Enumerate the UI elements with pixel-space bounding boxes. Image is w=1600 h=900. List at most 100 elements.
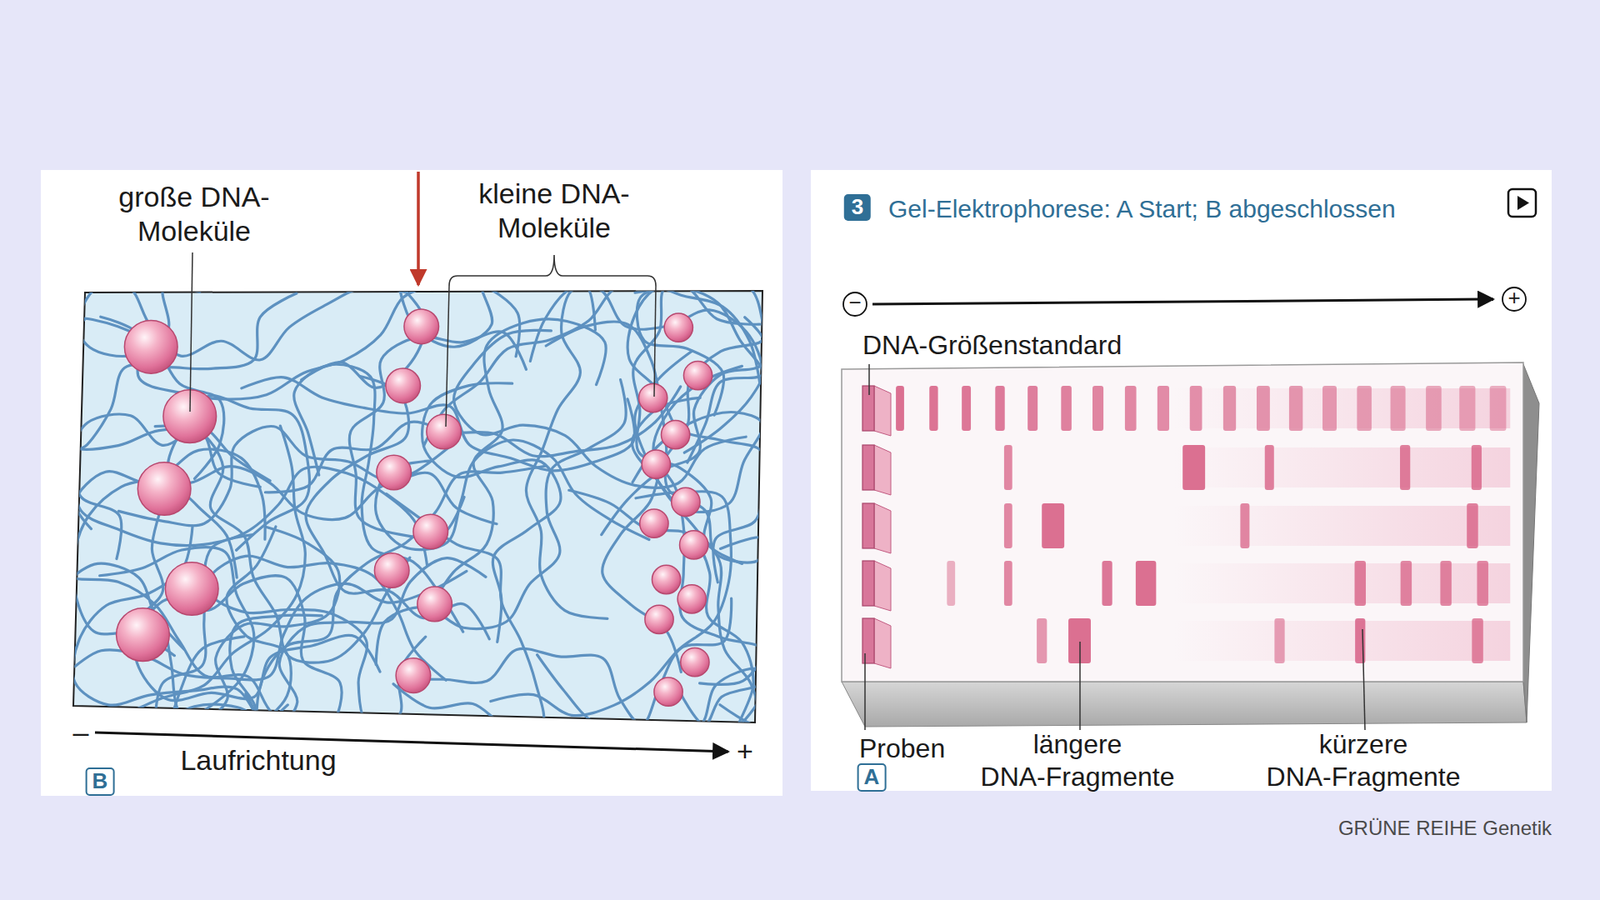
gel-lanes	[862, 385, 1510, 669]
dna-molecule	[680, 530, 709, 560]
dna-molecule	[404, 309, 440, 345]
dna-band	[1157, 385, 1170, 431]
dna-band	[1490, 385, 1507, 431]
dna-molecule	[677, 585, 706, 614]
dna-band	[1135, 560, 1156, 606]
molecule-label: große DNA-Moleküle	[102, 180, 286, 250]
panel-b	[40, 170, 783, 796]
label-text: A	[864, 765, 880, 790]
label-text: Laufrichtung	[180, 744, 336, 777]
dna-band	[1471, 445, 1482, 490]
dna-band	[1004, 560, 1013, 606]
dna-band	[1004, 503, 1013, 549]
leader-line	[654, 285, 656, 397]
dna-molecule	[124, 320, 178, 374]
dna-molecule	[651, 565, 680, 594]
panel-letter: B	[85, 767, 115, 796]
leader-line	[1079, 641, 1081, 730]
dna-molecule	[641, 450, 670, 479]
dna-molecule	[654, 677, 683, 706]
dna-band	[1440, 560, 1451, 606]
dna-molecule	[137, 462, 191, 516]
gel-fibre	[155, 425, 410, 663]
dna-band	[1274, 618, 1285, 664]
dna-band	[1265, 445, 1275, 490]
pole-sign: −	[848, 290, 861, 316]
pole-sign: –	[73, 715, 90, 749]
sample-well	[862, 445, 875, 490]
fragment-smear	[1173, 620, 1510, 661]
dna-band	[1466, 503, 1478, 549]
dna-molecule	[116, 608, 170, 662]
dna-band	[1425, 385, 1442, 431]
dna-molecule	[664, 313, 693, 342]
dna-band	[1471, 618, 1483, 664]
direction-label: Laufrichtung	[180, 744, 336, 777]
gel-fibres	[72, 284, 766, 729]
dna-molecule	[385, 368, 421, 404]
leader-line	[190, 252, 193, 412]
dna-molecule	[165, 562, 219, 616]
gel-fibre	[490, 491, 732, 716]
sample-well	[874, 385, 891, 436]
lane-label: Proben	[859, 733, 945, 765]
gel-lane	[862, 503, 1510, 554]
fragment-label: kürzere DNA-Fragmente	[1250, 728, 1476, 794]
label-text: Proben	[859, 733, 945, 765]
dna-band	[1004, 445, 1013, 490]
gel-fibre	[133, 506, 380, 701]
gel-fibre	[265, 386, 680, 493]
dna-band	[1027, 385, 1038, 431]
dna-band	[1476, 560, 1488, 606]
dna-molecule	[639, 383, 668, 412]
dna-molecule	[671, 487, 700, 516]
dna-band	[1060, 385, 1072, 431]
play-icon	[1517, 195, 1530, 210]
dna-molecule	[426, 414, 462, 450]
label-text: kleine DNA-Moleküle	[462, 176, 646, 246]
dna-molecule	[417, 586, 453, 622]
leader-line	[868, 364, 870, 395]
sample-well	[874, 560, 891, 611]
label-text: DNA-Größenstandard	[862, 330, 1122, 361]
fragment-label: längere DNA-Fragmente	[965, 728, 1190, 794]
gel-lane	[862, 560, 1510, 611]
figure-title: Gel-Elektrophorese: A Start; B abgeschlo…	[888, 195, 1396, 225]
sample-well	[874, 618, 891, 669]
leader-line	[864, 653, 866, 730]
title-text: Gel-Elektrophorese: A Start; B abgeschlo…	[888, 195, 1396, 225]
gel-matrix	[73, 290, 763, 723]
dna-band	[1240, 503, 1250, 549]
source-note: GRÜNE REIHE Genetik	[1338, 816, 1552, 840]
gel-fibre	[204, 535, 425, 727]
gel-slab	[841, 362, 1524, 682]
leader-line	[445, 285, 450, 427]
lane-label: DNA-Größenstandard	[862, 330, 1122, 361]
gel-fibre	[294, 364, 464, 632]
label-text: –	[73, 715, 90, 749]
dna-band	[1400, 445, 1410, 490]
label-text: B	[92, 769, 109, 795]
gel-fibre	[400, 598, 731, 725]
dna-band	[1400, 560, 1412, 606]
gel-fibre	[569, 490, 765, 725]
dna-band	[1101, 560, 1112, 606]
direction-arrow	[872, 299, 1494, 305]
gel-lane	[862, 618, 1510, 669]
dna-band	[1223, 385, 1236, 431]
dna-molecule	[413, 514, 449, 550]
gel-lane	[862, 385, 1510, 436]
dna-molecule	[376, 455, 412, 490]
sample-well	[874, 503, 891, 554]
dna-band	[1322, 385, 1337, 431]
gel-slab-side	[1523, 364, 1540, 723]
dna-band	[1182, 445, 1205, 490]
label-text: −	[848, 290, 861, 316]
label-text: längere DNA-Fragmente	[965, 728, 1190, 794]
sample-well	[862, 385, 875, 431]
bracket	[449, 255, 656, 286]
dna-molecule	[645, 605, 674, 634]
sample-well	[874, 445, 891, 495]
label-text: +	[1507, 285, 1520, 311]
